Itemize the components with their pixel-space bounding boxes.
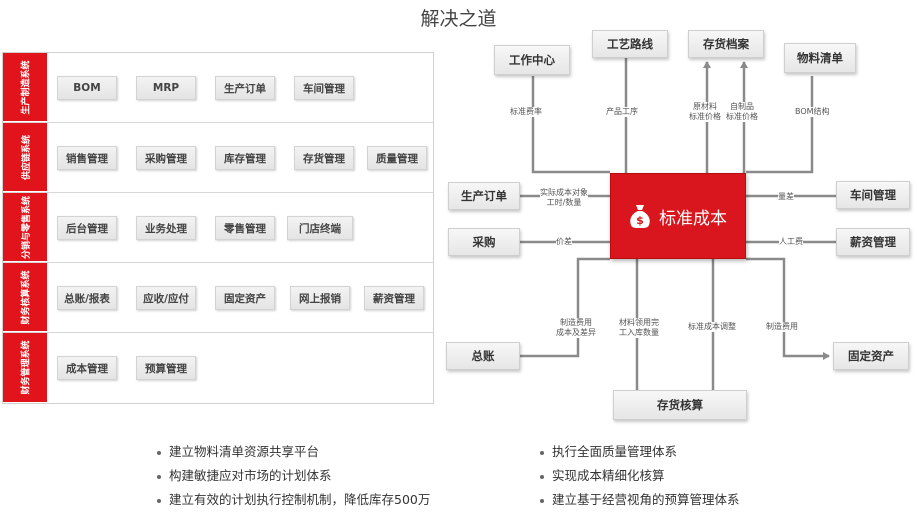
bullet-item: 执行全面质量管理体系 [540, 440, 740, 464]
module-inventory[interactable]: 存货管理 [294, 146, 354, 170]
page-title: 解决之道 [420, 8, 497, 30]
edge-fixed-assets [746, 257, 830, 360]
module-cost[interactable]: 成本管理 [57, 356, 117, 380]
module-row-finance-accounting: 财务核算系统 总账/报表 应收/应付 固定资产 网上报销 薪资管理 [3, 263, 433, 333]
bullet-item: 建立物料清单资源共享平台 [157, 440, 430, 464]
module-ledger[interactable]: 总账/报表 [57, 286, 117, 310]
module-panel: 生产制造系统 BOM MRP 生产订单 车间管理 供应链系统 销售管理 采购管理… [2, 52, 434, 404]
module-store-terminal[interactable]: 门店终端 [287, 216, 353, 240]
module-receivable[interactable]: 应收/应付 [136, 286, 196, 310]
node-bom-list: 物料清单 [784, 43, 856, 73]
svg-text:$: $ [636, 214, 644, 227]
edge-label-material-price: 原材料 标准价格 [689, 102, 721, 122]
module-production-order[interactable]: 生产订单 [215, 76, 275, 100]
module-expense[interactable]: 网上报销 [290, 286, 350, 310]
module-purchase[interactable]: 采购管理 [136, 146, 196, 170]
edge-label-mfg-cost: 制造费用 [766, 322, 798, 332]
edge-label-rate: 标准费率 [510, 107, 542, 117]
module-budget[interactable]: 预算管理 [136, 356, 196, 380]
module-sales[interactable]: 销售管理 [57, 146, 117, 170]
edge-work-center [531, 76, 610, 174]
bullet-item: 建立有效的计划执行控制机制，降低库存500万 [157, 488, 430, 512]
bullet-list-left: 建立物料清单资源共享平台 构建敏捷应对市场的计划体系 建立有效的计划执行控制机制… [157, 440, 430, 512]
edge-label-process: 产品工序 [606, 107, 638, 117]
bullet-item: 实现成本精细化核算 [540, 464, 740, 488]
edge-label-mfg-diff: 制造费用 成本及差异 [556, 318, 596, 338]
category-label: 供应链系统 [3, 123, 47, 192]
bullet-item: 建立基于经营视角的预算管理体系 [540, 488, 740, 512]
edge-general-ledger [520, 257, 610, 358]
node-payroll: 薪资管理 [836, 228, 910, 256]
module-backend[interactable]: 后台管理 [57, 216, 117, 240]
module-row-distribution: 分销与零售系统 后台管理 业务处理 零售管理 门店终端 [3, 193, 433, 263]
node-general-ledger: 总账 [446, 342, 520, 370]
module-row-production: 生产制造系统 BOM MRP 生产订单 车间管理 [3, 53, 433, 123]
node-inventory-accounting: 存货核算 [613, 390, 747, 420]
module-retail[interactable]: 零售管理 [215, 216, 275, 240]
bullet-list-right: 执行全面质量管理体系 实现成本精细化核算 建立基于经营视角的预算管理体系 [540, 440, 740, 512]
module-payroll[interactable]: 薪资管理 [364, 286, 424, 310]
edge-bom [746, 76, 814, 174]
module-workshop[interactable]: 车间管理 [294, 76, 354, 100]
edge-label-material-receipt: 材料领用完 工入库数量 [619, 318, 659, 338]
edge-label-labor: 人工费 [779, 237, 803, 247]
category-label: 财务核算系统 [3, 263, 47, 332]
node-process-route: 工艺路线 [592, 30, 668, 58]
node-workshop: 车间管理 [836, 181, 910, 209]
node-production-order: 生产订单 [448, 182, 520, 210]
category-label: 分销与零售系统 [3, 193, 47, 262]
edge-label-selfmade-price: 自制品 标准价格 [726, 102, 758, 122]
edge-label-quantity-diff: 量差 [778, 192, 794, 202]
center-node-label: 标准成本 [659, 208, 727, 229]
category-label: 财务管理系统 [3, 333, 47, 403]
module-bom[interactable]: BOM [57, 76, 117, 100]
module-fixed-assets[interactable]: 固定资产 [215, 286, 275, 310]
node-inventory-file: 存货档案 [688, 30, 764, 58]
module-row-finance-management: 财务管理系统 成本管理 预算管理 [3, 333, 433, 403]
edge-label-price-diff: 价差 [556, 237, 572, 247]
module-mrp[interactable]: MRP [136, 76, 196, 100]
edge-label-std-adjust: 标准成本调整 [688, 322, 736, 332]
module-row-supply-chain: 供应链系统 销售管理 采购管理 库存管理 存货管理 质量管理 [3, 123, 433, 193]
node-fixed-assets: 固定资产 [833, 342, 909, 370]
module-stock[interactable]: 库存管理 [215, 146, 275, 170]
module-quality[interactable]: 质量管理 [367, 146, 427, 170]
node-purchase: 采购 [448, 228, 520, 256]
node-standard-cost: $ 标准成本 [610, 173, 746, 259]
edge-label-actual-cost: 实际成本对象 工时/数量 [540, 188, 588, 208]
money-bag-icon: $ [629, 203, 651, 229]
edge-label-bom-structure: BOM结构 [795, 107, 830, 117]
bullet-item: 构建敏捷应对市场的计划体系 [157, 464, 430, 488]
category-label: 生产制造系统 [3, 53, 47, 122]
module-business[interactable]: 业务处理 [136, 216, 196, 240]
node-work-center: 工作中心 [494, 45, 570, 75]
